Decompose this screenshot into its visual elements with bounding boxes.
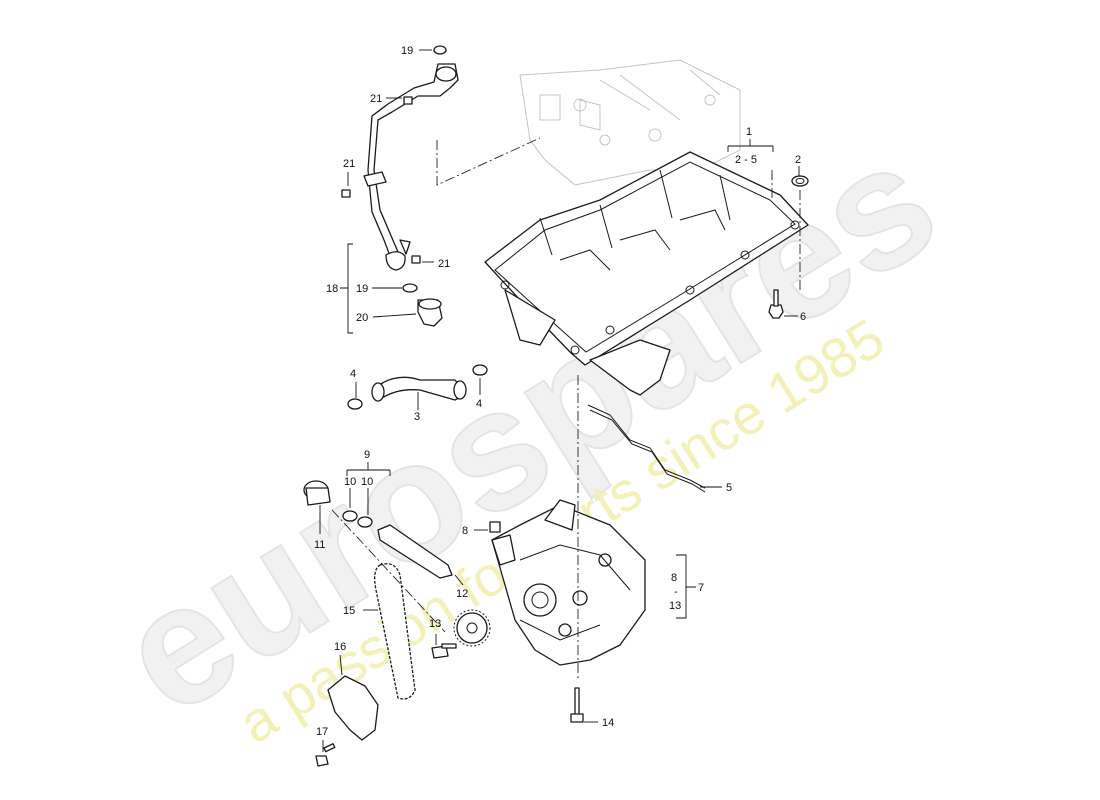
- bolt-14: [570, 687, 584, 723]
- callout-19-mid: 19: [356, 283, 368, 295]
- callout-11: 11: [314, 539, 325, 551]
- bolt-13: [431, 643, 457, 659]
- o-ring-4-left: [347, 398, 363, 410]
- callout-15: 15: [343, 605, 355, 617]
- callouts: 1 2 - 5 2 6 5 8 - 13 7 4 3 4 9 10 10 11 …: [314, 45, 806, 738]
- oil-suction-pipe: [363, 63, 459, 327]
- callout-10-left: 10: [344, 476, 356, 488]
- callout-5: 5: [726, 482, 732, 494]
- drive-shaft-9: [303, 480, 453, 579]
- callout-9: 9: [364, 449, 370, 461]
- callout-13-left: 13: [429, 618, 441, 630]
- callout-4-right: 4: [476, 398, 482, 410]
- callout-18: 18: [326, 283, 338, 295]
- callout-6: 6: [800, 311, 806, 323]
- bolt-17: [315, 743, 336, 767]
- callout-2-5: 2 - 5: [735, 154, 757, 166]
- engine-block-background: [519, 59, 741, 186]
- watermark-logo: eurospares: [89, 105, 967, 752]
- callout-14: 14: [602, 717, 614, 729]
- bolts-21: [341, 96, 421, 264]
- transfer-tube-3: [371, 376, 467, 402]
- bolt-6: [768, 289, 784, 319]
- callout-21-left: 21: [343, 158, 355, 170]
- callout-4-left: 4: [350, 368, 356, 380]
- callout-1: 1: [746, 126, 752, 138]
- callout-2: 2: [795, 154, 801, 166]
- sprocket-12: [453, 609, 491, 647]
- callout-8-right: 8: [671, 572, 677, 584]
- callout-21-top: 21: [370, 93, 382, 105]
- callout-12: 12: [456, 588, 468, 600]
- bolt-8: [489, 521, 501, 533]
- callout-10-right: 10: [361, 476, 373, 488]
- oil-pump-7: [491, 499, 646, 666]
- chain-15: [374, 563, 416, 700]
- oil-pan: [484, 151, 809, 396]
- leader-lines: [319, 49, 800, 752]
- callout-21-mid: 21: [438, 258, 450, 270]
- watermark: eurospares a passion for parts since 198…: [88, 104, 968, 756]
- seal-ring-2: [791, 175, 809, 187]
- callout-3: 3: [414, 411, 420, 423]
- callout-8-left: 8: [462, 525, 468, 537]
- gasket-5: [587, 404, 706, 493]
- assembly-lines: [331, 137, 801, 680]
- chain-cover-16: [327, 675, 379, 741]
- callout-20: 20: [356, 312, 368, 324]
- callout-17: 17: [316, 726, 328, 738]
- callout-16: 16: [334, 641, 346, 653]
- callout-13-right: 13: [669, 600, 681, 612]
- callout-7: 7: [698, 582, 704, 594]
- callout-19-top: 19: [401, 45, 413, 57]
- callout-dash: -: [674, 586, 678, 598]
- o-ring-4-right: [472, 364, 488, 376]
- o-ring-19-top: [433, 45, 447, 55]
